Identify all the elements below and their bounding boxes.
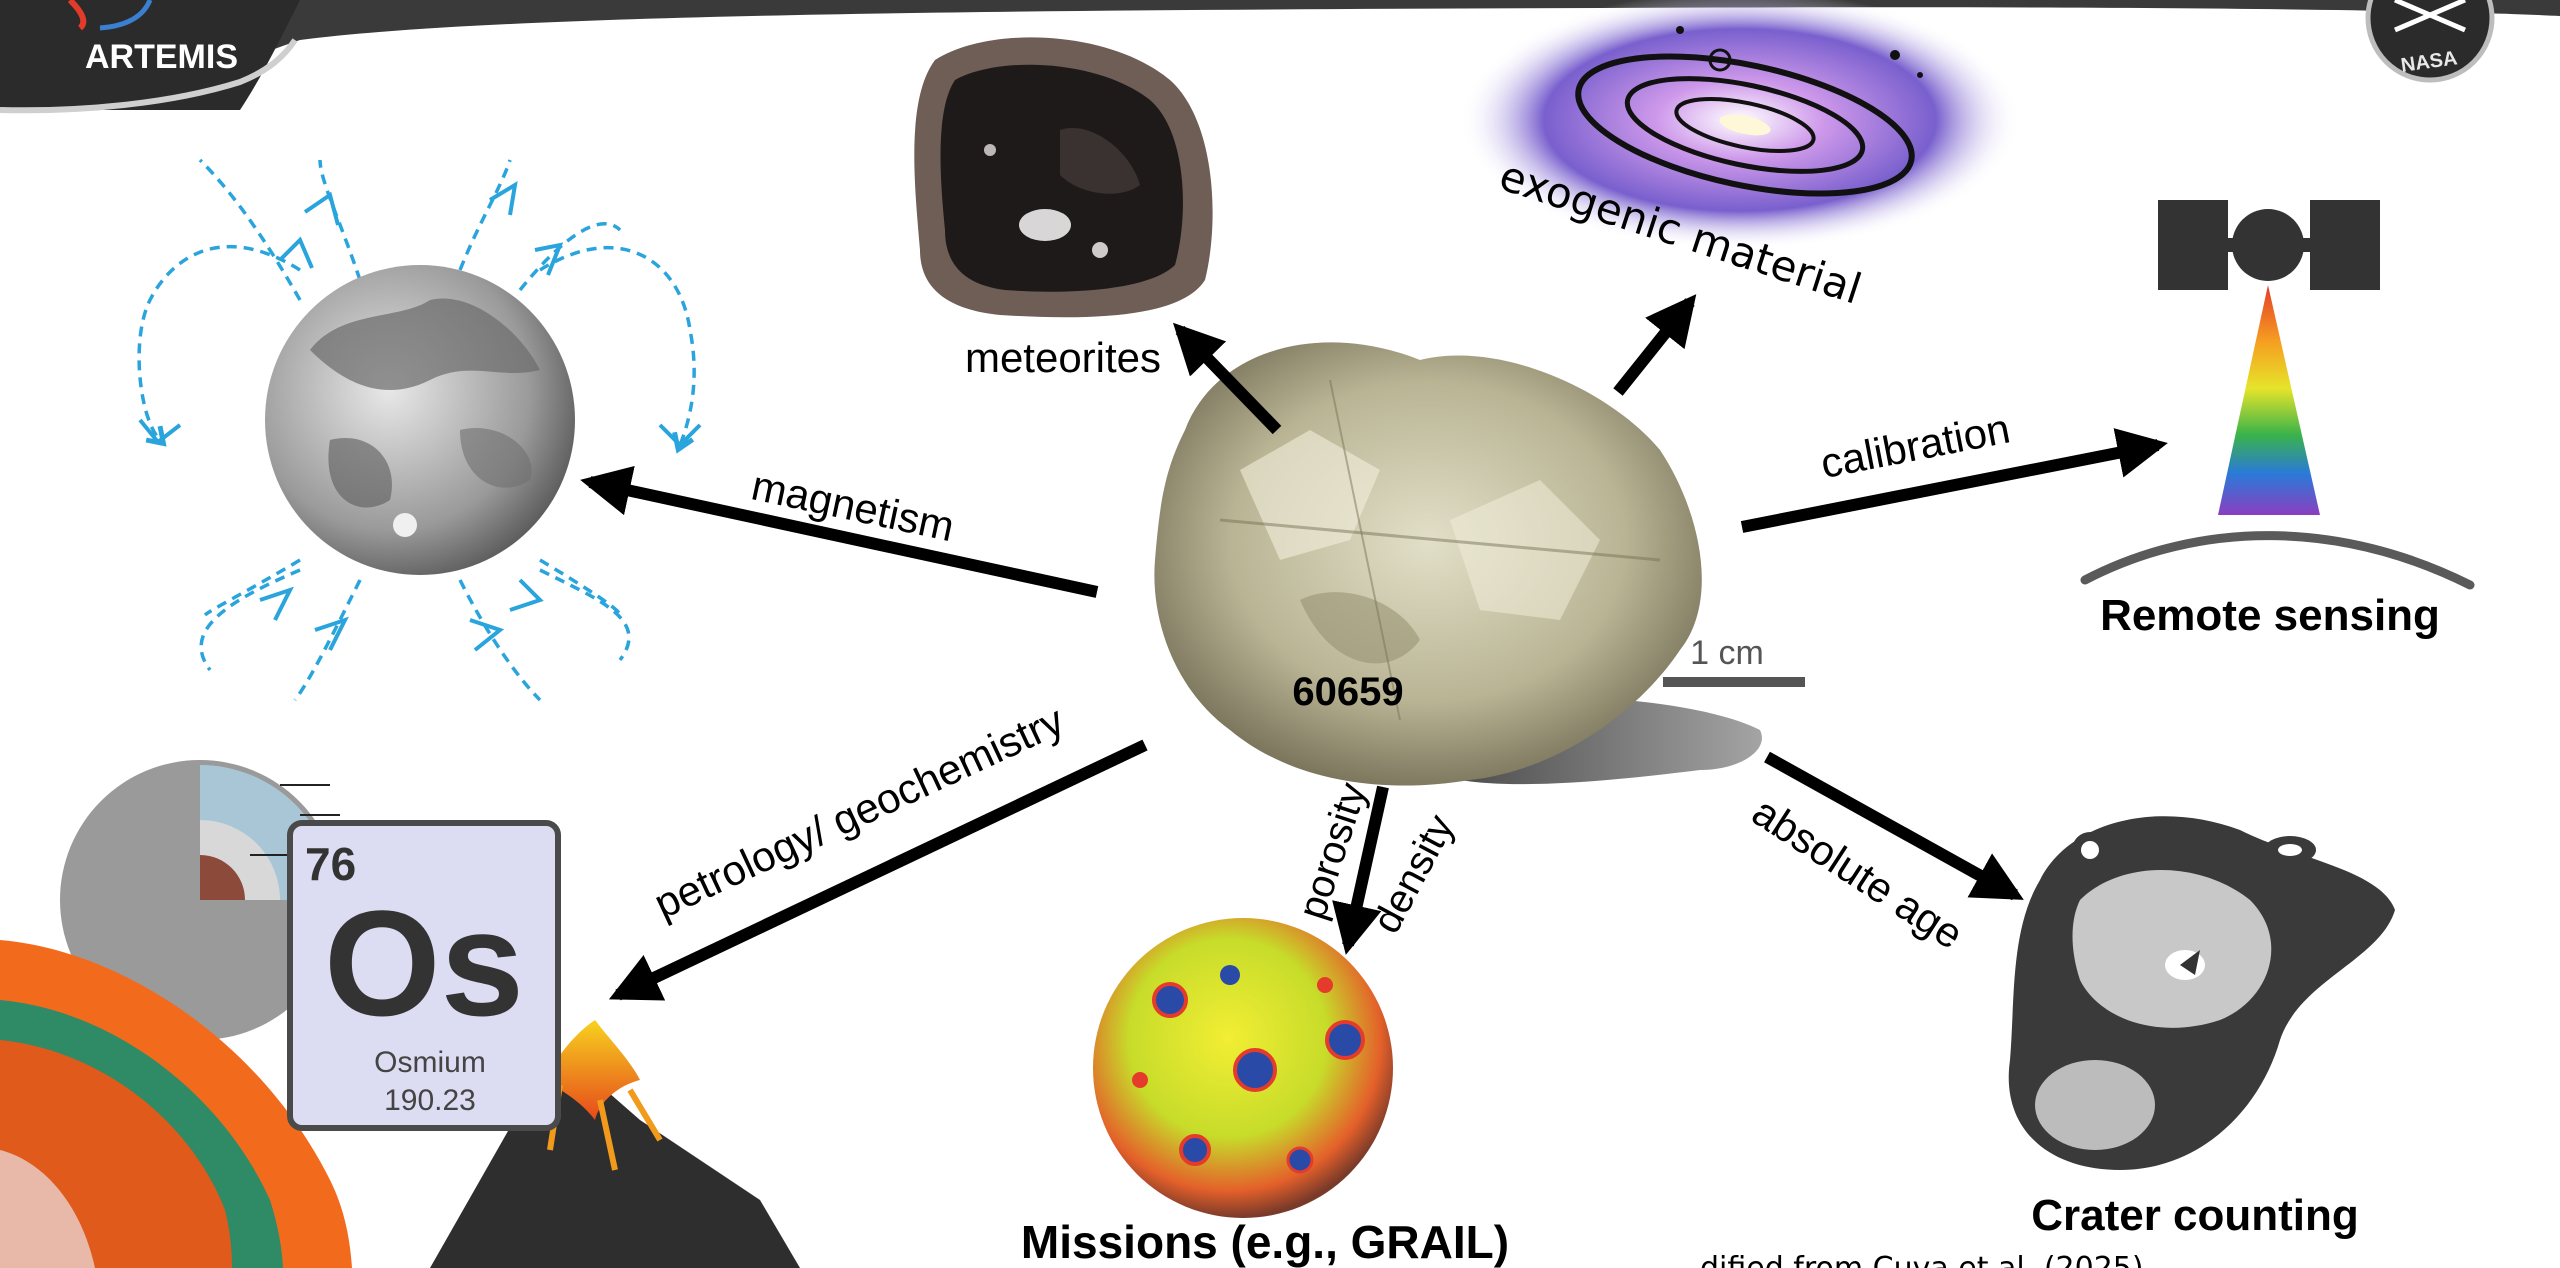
grail-gravity-map-image (1093, 918, 1393, 1218)
magnetism-moon-image (265, 265, 575, 575)
artemis-logo-text: ARTEMIS (85, 38, 238, 76)
meteorite-image (914, 37, 1212, 317)
sample-rock-image (1154, 342, 1762, 785)
scale-bar (1663, 677, 1805, 687)
sample-id-label: 60659 (1292, 670, 1403, 714)
element-name: Osmium (374, 1046, 486, 1079)
title-crater-counting: Crater counting (2031, 1191, 2359, 1240)
crater-image (2009, 816, 2395, 1170)
title-remote-sensing: Remote sensing (2100, 591, 2440, 640)
nasa-badge: NASA (2368, 0, 2492, 80)
element-mass: 190.23 (384, 1084, 476, 1117)
arrow-to-exogenic (1618, 302, 1690, 392)
header-banner: ARTEMIS (0, 0, 2560, 110)
scale-bar-label: 1 cm (1690, 634, 1764, 672)
element-symbol: Os (324, 879, 524, 1047)
title-missions: Missions (e.g., GRAIL) (1021, 1216, 1509, 1268)
satellite-image (2085, 200, 2470, 585)
citation-text: dified from Cuva et al. (2025) (1700, 1251, 2144, 1268)
label-meteorites: meteorites (965, 334, 1161, 381)
